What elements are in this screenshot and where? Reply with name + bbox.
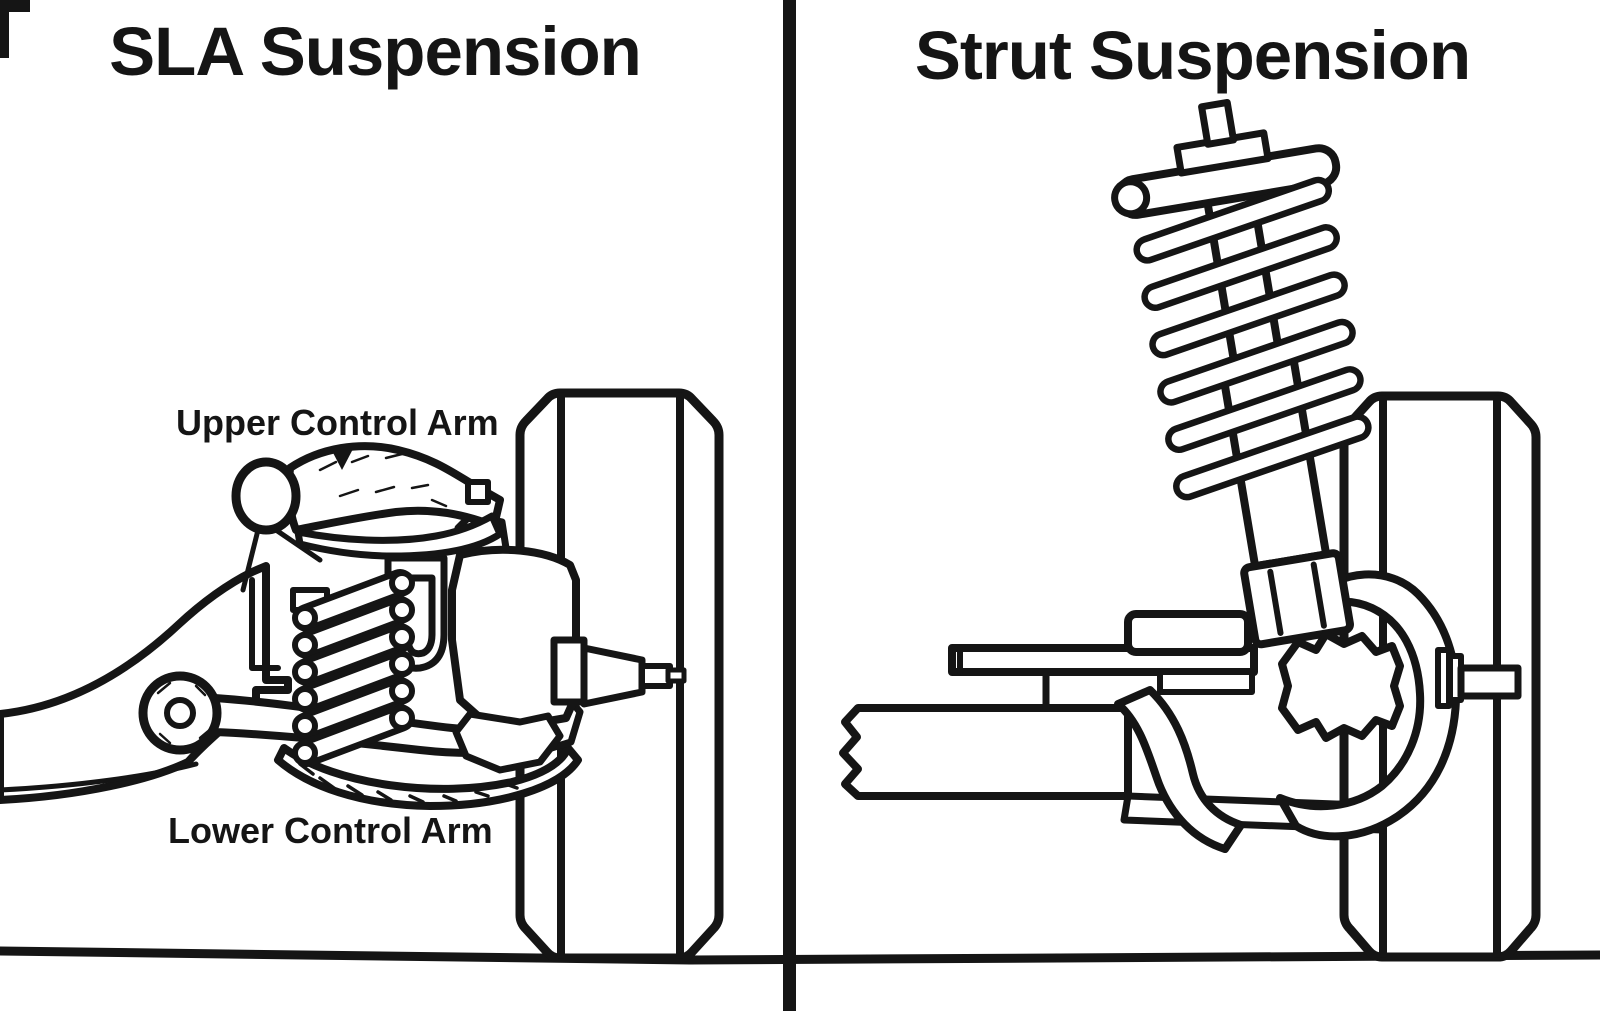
- strut-top-stud: [1198, 98, 1238, 148]
- panel-divider: [783, 0, 796, 1011]
- lower-control-arm-label: Lower Control Arm: [168, 810, 493, 851]
- sla-frame: [0, 527, 323, 804]
- strut-cv-boot: [1278, 630, 1404, 742]
- strut-coil-spring: [1133, 176, 1372, 501]
- sla-arm-tab: [465, 479, 491, 505]
- arm-hatching: [318, 452, 448, 508]
- strut-title: Strut Suspension: [914, 17, 1471, 94]
- bushing-hatching: [156, 681, 214, 745]
- scan-artifact: [0, 0, 30, 58]
- sla-coil-spring: [290, 569, 415, 767]
- upper-control-arm-label: Upper Control Arm: [176, 402, 499, 443]
- arm-bushing-pad: [1124, 610, 1252, 656]
- arm-flange: [1157, 669, 1255, 695]
- upper-arm-pointer-arrow: [330, 447, 354, 470]
- sla-diagram: [0, 388, 724, 963]
- sla-spindle: [550, 636, 687, 708]
- ground-line: [0, 946, 1600, 965]
- strut-axle: [1435, 647, 1522, 709]
- strut-diagram: [839, 98, 1541, 962]
- strut-lower-control-arm: [948, 610, 1258, 695]
- sla-upper-control-arm: [231, 442, 504, 560]
- sla-title: SLA Suspension: [109, 13, 642, 90]
- sla-upper-arm-bushing: [231, 457, 301, 535]
- strut-clamp: [1240, 549, 1354, 649]
- sla-lower-arm-dish: [274, 744, 582, 810]
- strut-support-strap: [1114, 686, 1245, 853]
- dish-hatching: [298, 762, 519, 804]
- strut-assembly: [1111, 98, 1372, 649]
